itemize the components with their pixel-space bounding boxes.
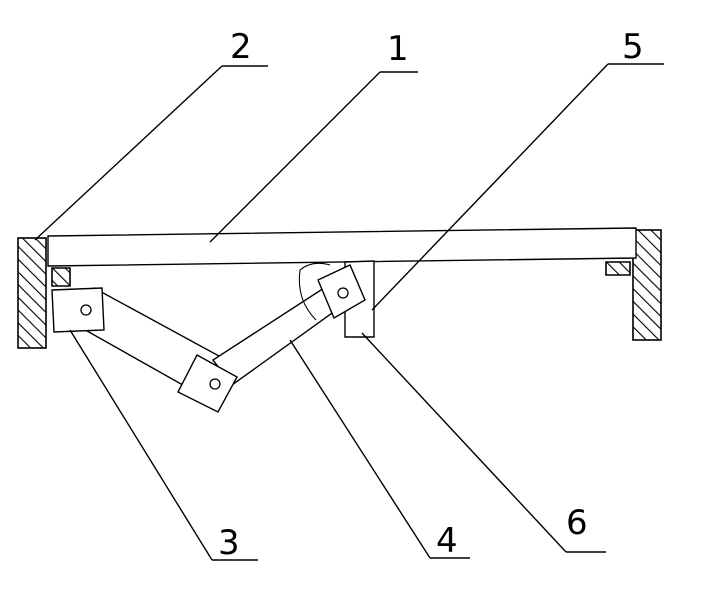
swing-arc bbox=[299, 262, 331, 271]
leader-1 bbox=[209, 71, 381, 243]
right-wall bbox=[632, 229, 662, 341]
right-bracket bbox=[605, 261, 631, 276]
label-6: 6 bbox=[566, 503, 588, 543]
label-5: 5 bbox=[622, 27, 644, 67]
left-pivot-hole bbox=[80, 304, 92, 316]
leader-4 bbox=[289, 339, 431, 559]
leader-6 bbox=[361, 332, 567, 553]
right-pivot-hole bbox=[337, 287, 349, 299]
label-4: 4 bbox=[436, 521, 458, 561]
leader-3 bbox=[69, 329, 213, 561]
leader-2 bbox=[34, 65, 223, 241]
middle-block bbox=[177, 354, 238, 413]
left-wall bbox=[17, 237, 47, 349]
swing-arc-lower bbox=[298, 269, 317, 321]
label-3: 3 bbox=[218, 523, 240, 563]
label-1: 1 bbox=[387, 29, 409, 69]
label-2: 2 bbox=[230, 27, 252, 67]
left-bracket bbox=[51, 267, 71, 287]
leader-5 bbox=[371, 63, 609, 311]
left-link-block bbox=[51, 287, 105, 333]
top-plate bbox=[47, 227, 637, 267]
middle-pivot-hole bbox=[209, 378, 221, 390]
